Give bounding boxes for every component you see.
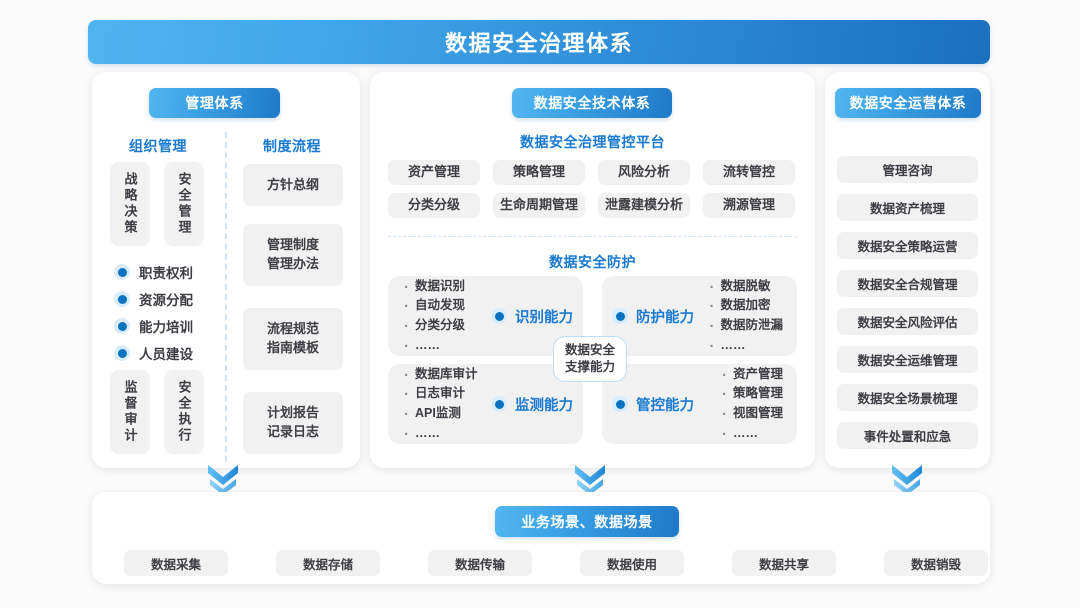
process-chip-2[interactable]: 流程规范 指南模板 xyxy=(243,308,343,370)
org-chip-enforcement[interactable]: 安全执行 xyxy=(164,370,204,454)
ops-item-7[interactable]: 事件处置和应急 xyxy=(837,422,978,449)
bullet-dot-icon xyxy=(114,345,130,361)
capability-dot-icon xyxy=(612,308,628,324)
scenes-panel: 业务场景、数据场景 数据采集 数据存储 数据传输 数据使用 数据共享 数据销毁 xyxy=(92,492,990,584)
capability-dot-icon xyxy=(491,396,507,412)
protection-heading: 数据安全防护 xyxy=(549,254,636,270)
quadrant-control-list: 资产管理 策略管理 视图管理 …… xyxy=(720,365,783,445)
page-title-bar: 数据安全治理体系 xyxy=(88,20,990,64)
quadrant-control-label: 管控能力 xyxy=(612,394,694,415)
scene-item-2[interactable]: 数据传输 xyxy=(428,550,532,576)
platform-chip-policy-mgmt[interactable]: 策略管理 xyxy=(493,160,585,185)
org-chip-strategy[interactable]: 战略决策 xyxy=(110,162,150,246)
scene-item-5[interactable]: 数据销毁 xyxy=(884,550,988,576)
bullet-dot-icon xyxy=(114,318,130,334)
org-management-heading: 组织管理 xyxy=(129,138,187,154)
operations-panel: 数据安全运营体系 管理咨询 数据资产梳理 数据安全策略运营 数据安全合规管理 数… xyxy=(825,72,990,468)
ops-item-4[interactable]: 数据安全风险评估 xyxy=(837,308,978,335)
institution-process-heading: 制度流程 xyxy=(263,138,321,154)
platform-chip-lifecycle[interactable]: 生命周期管理 xyxy=(493,193,585,218)
column-divider xyxy=(225,132,227,462)
org-bullet-3[interactable]: 人员建设 xyxy=(114,343,193,363)
ops-item-0[interactable]: 管理咨询 xyxy=(837,156,978,183)
ops-item-1[interactable]: 数据资产梳理 xyxy=(837,194,978,221)
technology-badge[interactable]: 数据安全技术体系 xyxy=(512,88,672,118)
quadrant-protect-list: 数据脱敏 数据加密 数据防泄漏 …… xyxy=(707,277,783,357)
page-title: 数据安全治理体系 xyxy=(444,31,633,56)
scenes-badge[interactable]: 业务场景、数据场景 xyxy=(495,506,679,537)
technology-panel: 数据安全技术体系 数据安全治理管控平台 资产管理 策略管理 风险分析 流转管控 … xyxy=(370,72,815,468)
platform-chip-flow-control[interactable]: 流转管控 xyxy=(703,160,795,185)
double-chevron-down-icon xyxy=(208,465,238,495)
ops-item-3[interactable]: 数据安全合规管理 xyxy=(837,270,978,297)
quadrant-control[interactable]: 管控能力 资产管理 策略管理 视图管理 …… xyxy=(602,364,797,445)
ops-item-2[interactable]: 数据安全策略运营 xyxy=(837,232,978,259)
bullet-dot-icon xyxy=(114,291,130,307)
quadrant-identify-label: 识别能力 xyxy=(491,306,573,327)
platform-chip-traceability[interactable]: 溯源管理 xyxy=(703,193,795,218)
quadrant-monitor-label: 监测能力 xyxy=(491,394,573,415)
org-bullet-1[interactable]: 资源分配 xyxy=(114,289,193,309)
platform-heading: 数据安全治理管控平台 xyxy=(520,134,665,150)
ops-item-6[interactable]: 数据安全场景梳理 xyxy=(837,384,978,411)
process-chip-0[interactable]: 方针总纲 xyxy=(243,164,343,206)
org-bullet-2[interactable]: 能力培训 xyxy=(114,316,193,336)
quadrant-protect[interactable]: 防护能力 数据脱敏 数据加密 数据防泄漏 …… xyxy=(602,276,797,357)
scene-item-3[interactable]: 数据使用 xyxy=(580,550,684,576)
bullet-dot-icon xyxy=(114,264,130,280)
process-chip-3[interactable]: 计划报告 记录日志 xyxy=(243,392,343,454)
quadrant-monitor[interactable]: 数据库审计 日志审计 API监测 …… 监测能力 xyxy=(388,364,583,445)
platform-chip-asset-mgmt[interactable]: 资产管理 xyxy=(388,160,480,185)
double-chevron-down-icon xyxy=(575,465,605,495)
org-chip-security-mgmt[interactable]: 安全管理 xyxy=(164,162,204,246)
scene-item-4[interactable]: 数据共享 xyxy=(732,550,836,576)
quadrant-identify[interactable]: 数据识别 自动发现 分类分级 …… 识别能力 xyxy=(388,276,583,357)
platform-chip-classification[interactable]: 分类分级 xyxy=(388,193,480,218)
platform-chip-risk-analysis[interactable]: 风险分析 xyxy=(598,160,690,185)
process-chip-1[interactable]: 管理制度 管理办法 xyxy=(243,224,343,286)
management-badge[interactable]: 管理体系 xyxy=(149,88,280,118)
scene-item-1[interactable]: 数据存储 xyxy=(276,550,380,576)
ops-item-5[interactable]: 数据安全运维管理 xyxy=(837,346,978,373)
section-divider xyxy=(388,236,797,237)
capability-dot-icon xyxy=(612,396,628,412)
support-capability-hub: 数据安全 支撑能力 xyxy=(553,336,627,382)
org-bullet-0[interactable]: 职责权利 xyxy=(114,262,193,282)
quadrant-monitor-list: 数据库审计 日志审计 API监测 …… xyxy=(402,365,478,445)
double-chevron-down-icon xyxy=(892,465,922,495)
quadrant-identify-list: 数据识别 自动发现 分类分级 …… xyxy=(402,277,465,357)
operations-badge[interactable]: 数据安全运营体系 xyxy=(835,88,981,118)
capability-dot-icon xyxy=(491,308,507,324)
platform-chip-leak-modeling[interactable]: 泄露建模分析 xyxy=(598,193,690,218)
scene-item-0[interactable]: 数据采集 xyxy=(124,550,228,576)
management-panel: 管理体系 组织管理 制度流程 战略决策 安全管理 职责权利 资源分配 能力培训 … xyxy=(92,72,360,468)
org-chip-audit[interactable]: 监督审计 xyxy=(110,370,150,454)
quadrant-protect-label: 防护能力 xyxy=(612,306,694,327)
